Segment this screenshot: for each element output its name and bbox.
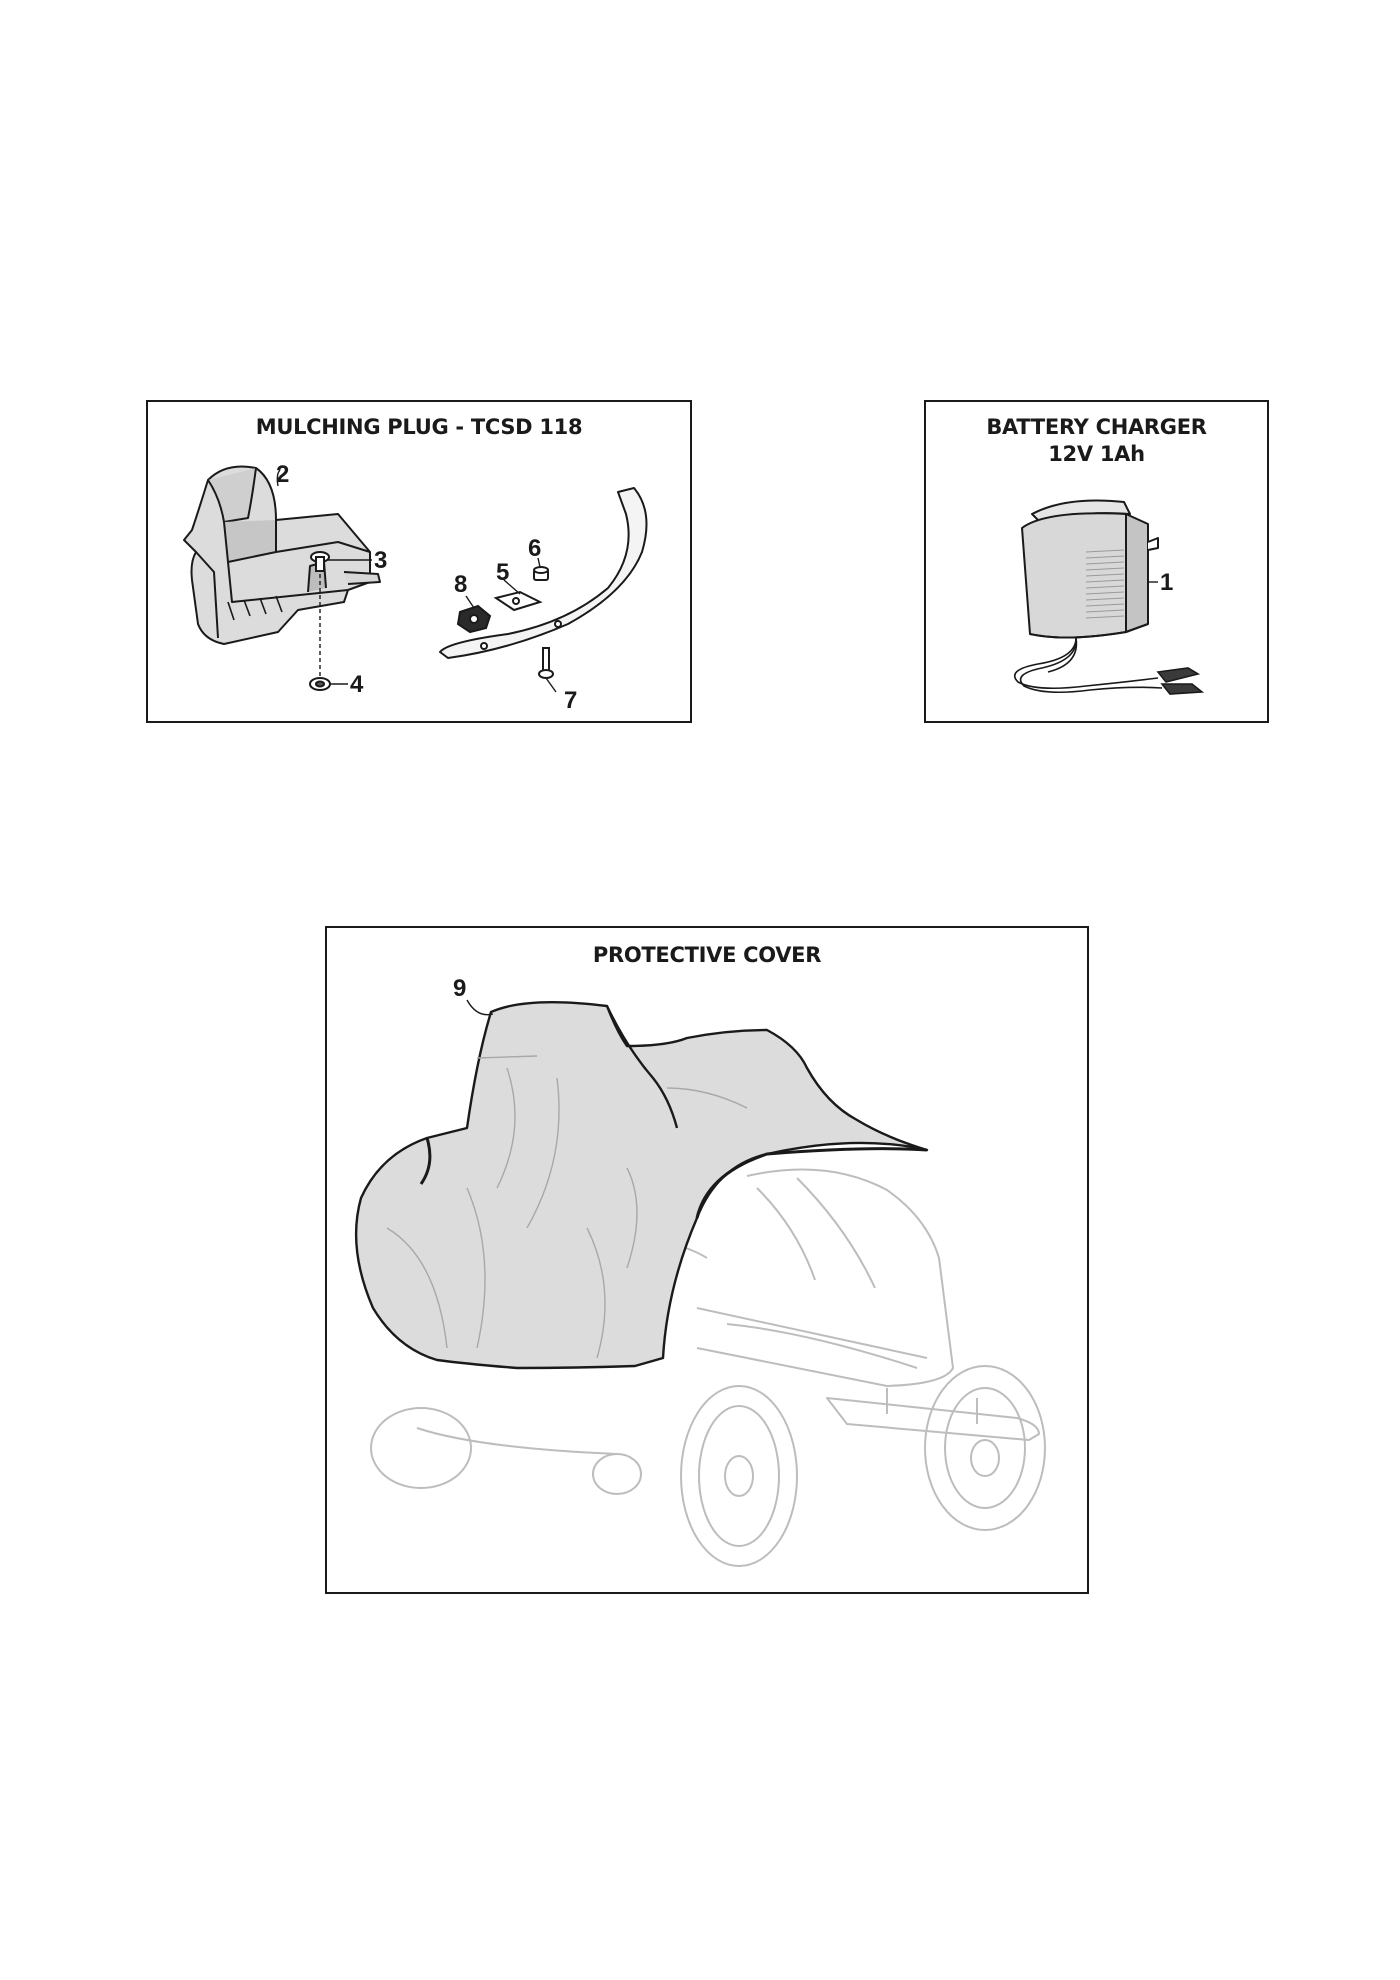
- callout-1: 1: [1160, 569, 1173, 596]
- deflector-plug-icon: [183, 465, 381, 645]
- plate-icon: [493, 590, 543, 612]
- clip-nut-icon: [456, 604, 492, 634]
- curved-bracket-icon: [439, 487, 648, 659]
- protective-cover-panel: PROTECTIVE COVER: [325, 926, 1089, 1594]
- charger-cable-icon: [1013, 637, 1163, 694]
- battery-charger-drawing: 1: [1013, 499, 1205, 695]
- mulching-plug-drawing: 2 3 4 5 6 7 8: [183, 461, 648, 714]
- battery-charger-title-line2: 12V 1Ah: [1048, 442, 1145, 466]
- callout-2: 2: [276, 461, 289, 488]
- tractor-outline-icon: [370, 1168, 1046, 1567]
- callout-5: 5: [496, 559, 509, 586]
- clamp-icon: [1156, 667, 1205, 695]
- nut-icon: [309, 677, 331, 691]
- protective-cover-drawing: 9: [354, 975, 1046, 1567]
- nut-icon-6: [533, 566, 549, 581]
- callout-8: 8: [454, 571, 467, 598]
- callout-3: 3: [374, 547, 387, 574]
- callout-7: 7: [564, 687, 577, 714]
- protective-cover-title: PROTECTIVE COVER: [592, 943, 822, 967]
- callout-4: 4: [350, 671, 364, 698]
- cover-folds-icon: [386, 1055, 748, 1359]
- battery-charger-title-line1: BATTERY CHARGER: [986, 415, 1207, 439]
- cover-icon: [354, 1000, 929, 1370]
- callout-6: 6: [528, 535, 541, 562]
- charger-icon: [1021, 499, 1159, 639]
- bolt-icon: [310, 551, 330, 572]
- battery-charger-panel: BATTERY CHARGER 12V 1Ah: [924, 400, 1269, 723]
- screw-icon: [538, 647, 554, 679]
- mulching-plug-title: MULCHING PLUG - TCSD 118: [255, 415, 583, 439]
- mulching-plug-panel: MULCHING PLUG - TCSD 118: [146, 400, 692, 723]
- callout-9: 9: [453, 975, 466, 1002]
